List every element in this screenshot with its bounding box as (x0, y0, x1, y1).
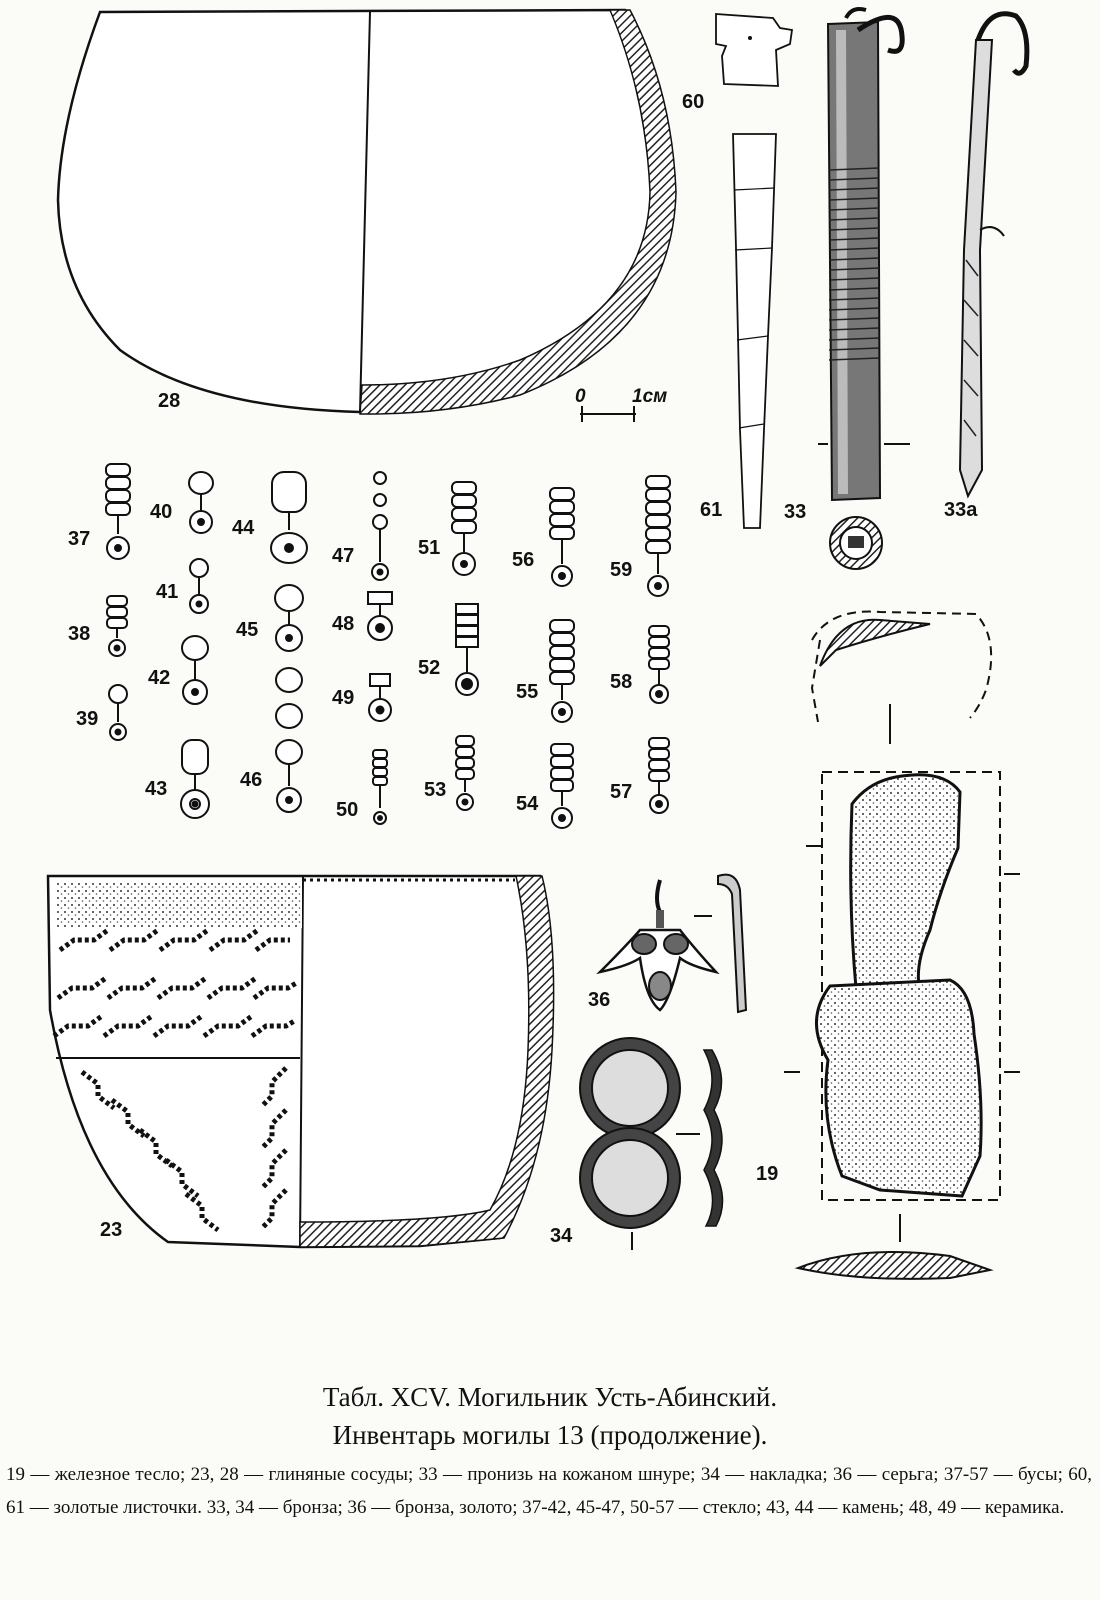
bead-38 (106, 595, 128, 657)
figure-label-60: 60 (682, 91, 704, 113)
vessel-23: 23 (46, 874, 555, 1249)
bead-52 (455, 603, 479, 696)
plate-subtitle: Инвентарь могилы 13 (продолжение). (332, 1420, 768, 1450)
bead-58 (648, 625, 670, 704)
figure-label-47: 47 (332, 545, 354, 567)
figure-label-33: 33 (784, 501, 806, 523)
bead-45 (274, 584, 304, 652)
bead-57 (648, 737, 670, 814)
plaque-34: 34 (550, 1037, 724, 1250)
figure-label-40: 40 (150, 501, 172, 523)
bead-46 (275, 667, 303, 813)
bead-48 (367, 591, 393, 641)
bead-59 (645, 475, 671, 597)
bead-53 (455, 735, 475, 811)
earring-36: 36 (588, 873, 748, 1014)
figure-label-42: 42 (148, 667, 170, 689)
figure-label-45: 45 (236, 619, 258, 641)
iron-adze-19: 19 (756, 610, 1020, 1280)
figure-label-50: 50 (336, 799, 358, 821)
leather-cord-33a: 33a (944, 11, 1030, 521)
figure-label-39: 39 (76, 708, 98, 730)
figure-label-57: 57 (610, 781, 632, 803)
figure-label-49: 49 (332, 687, 354, 709)
bead-44 (270, 471, 308, 564)
gold-leaf-60: 60 (682, 13, 794, 113)
gold-leaf-61: 61 (700, 133, 777, 529)
figure-label-41: 41 (156, 581, 178, 603)
bead-54 (550, 743, 574, 829)
figure-label-48: 48 (332, 613, 354, 635)
bead-55 (549, 619, 575, 723)
figure-label-44: 44 (232, 517, 255, 539)
bead-37 (105, 463, 131, 560)
bead-43 (180, 739, 210, 819)
bead-50 (372, 749, 388, 825)
figure-label-34: 34 (550, 1225, 573, 1247)
bead-labels: 37 38 39 40 41 42 43 44 45 46 47 48 49 5… (68, 501, 632, 821)
plate-title: Табл. XCV. Могильник Усть-Абинский. (322, 1382, 778, 1412)
bead-56 (549, 487, 575, 587)
vessel-28: 28 (56, 8, 677, 415)
plate-legend: 19 — железное тесло; 23, 28 — глиняные с… (6, 1464, 1092, 1518)
scale-bar: 0 1см (575, 386, 667, 422)
figure-label-28: 28 (158, 390, 180, 412)
bead-42 (181, 635, 209, 705)
bead-39 (108, 684, 128, 741)
bead-49 (368, 673, 392, 722)
figure-label-46: 46 (240, 769, 262, 791)
figure-label-56: 56 (512, 549, 534, 571)
scale-zero-label: 0 (575, 386, 586, 407)
tube-bead-33: 33 (784, 7, 910, 570)
bead-51 (451, 481, 477, 576)
figure-label-58: 58 (610, 671, 632, 693)
figure-label-43: 43 (145, 778, 167, 800)
scale-unit-label: 1см (632, 386, 667, 407)
bead-40 (188, 471, 214, 534)
figure-label-51: 51 (418, 537, 440, 559)
figure-label-33a: 33a (944, 499, 978, 521)
bead-41 (189, 558, 209, 614)
beads-group (105, 463, 671, 829)
figure-label-59: 59 (610, 559, 632, 581)
figure-label-54: 54 (516, 793, 539, 815)
figure-label-53: 53 (424, 779, 446, 801)
figure-label-55: 55 (516, 681, 538, 703)
figure-label-23: 23 (100, 1219, 122, 1241)
figure-label-38: 38 (68, 623, 90, 645)
figure-label-19: 19 (756, 1163, 778, 1185)
figure-label-61: 61 (700, 499, 722, 521)
figure-label-36: 36 (588, 989, 610, 1011)
figure-label-37: 37 (68, 528, 90, 550)
figure-label-52: 52 (418, 657, 440, 679)
bead-47 (371, 471, 389, 581)
drawing-plate: 28 0 1см 60 61 (46, 7, 1030, 1280)
